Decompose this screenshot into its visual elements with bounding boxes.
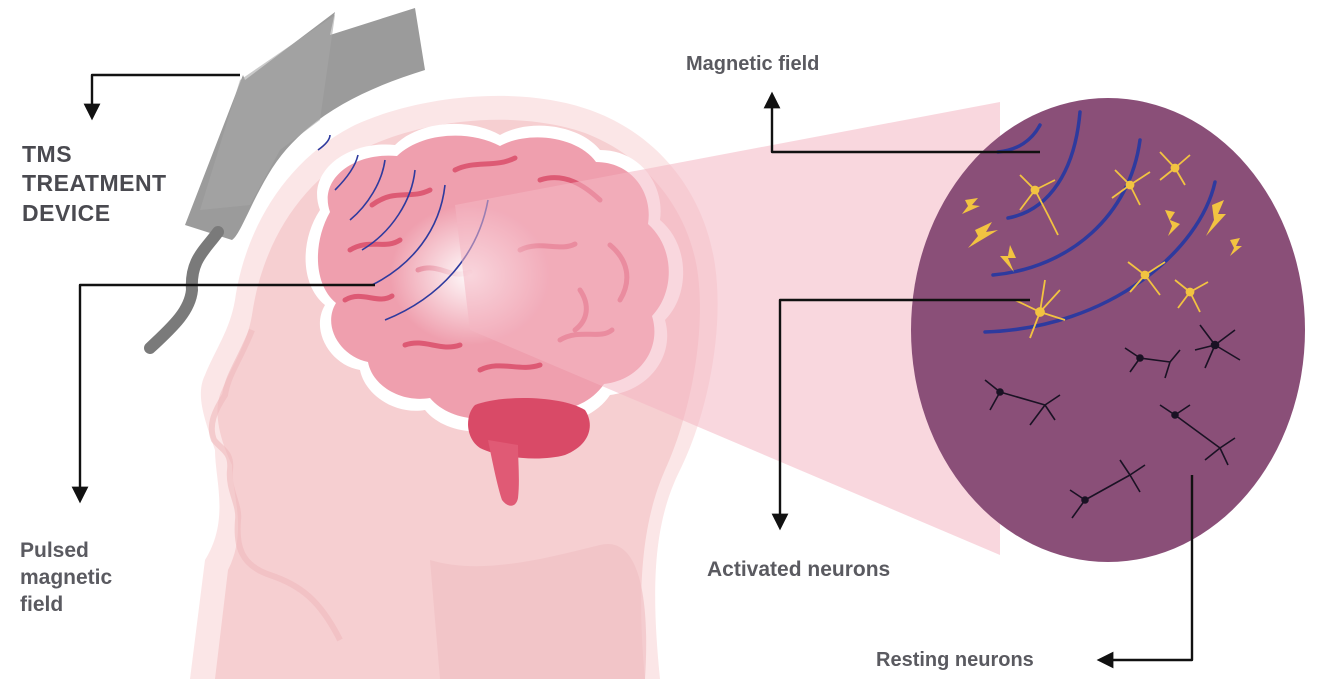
tms-cable: [150, 232, 218, 348]
resting-neurons-label: Resting neurons: [876, 648, 1034, 674]
pulsed-field-label-line: Pulsed: [20, 538, 112, 565]
zoom-circle: [911, 98, 1305, 562]
pulsed-field-label: Pulsed magnetic field: [20, 538, 112, 619]
tms-device-label-line: TMS: [22, 140, 167, 169]
arrow-tms-device: [92, 75, 240, 112]
tms-device-label: TMS TREATMENT DEVICE: [22, 140, 167, 228]
activated-neurons-label: Activated neurons: [707, 557, 890, 584]
cerebellum: [468, 398, 590, 458]
neuron-zoom-view: [911, 98, 1305, 562]
tms-device-label-line: DEVICE: [22, 199, 167, 228]
tms-device-label-line: TREATMENT: [22, 169, 167, 198]
pulsed-field-label-line: field: [20, 592, 112, 619]
pulsed-field-label-line: magnetic: [20, 565, 112, 592]
magnetic-field-label: Magnetic field: [686, 52, 819, 78]
